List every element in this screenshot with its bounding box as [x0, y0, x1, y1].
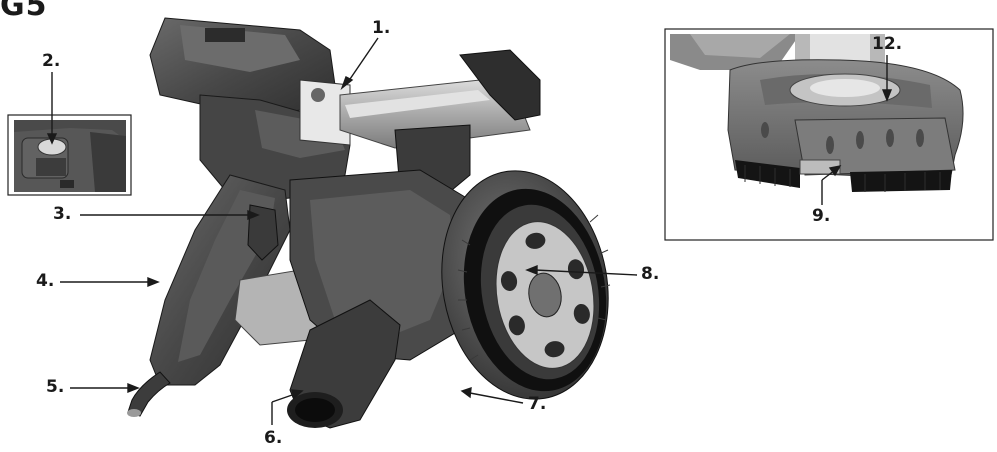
- callout-6: 6.: [264, 428, 283, 448]
- callout-3: 3.: [53, 204, 72, 224]
- callout-5: 5.: [46, 377, 65, 397]
- callout-2: 2.: [42, 51, 61, 71]
- callout-7: 7.: [528, 394, 547, 414]
- leader-lines: [46, 37, 893, 425]
- inset-switch-detail: [7, 114, 132, 196]
- callout-12: 12.: [872, 34, 903, 54]
- callout-8: 8.: [641, 264, 660, 284]
- main-tool: [127, 17, 611, 429]
- figure-code: G5: [0, 0, 48, 23]
- callout-9: 9.: [812, 206, 831, 226]
- callout-4: 4.: [36, 271, 55, 291]
- inset-guard-detail: [664, 28, 994, 241]
- callout-1: 1.: [372, 18, 391, 38]
